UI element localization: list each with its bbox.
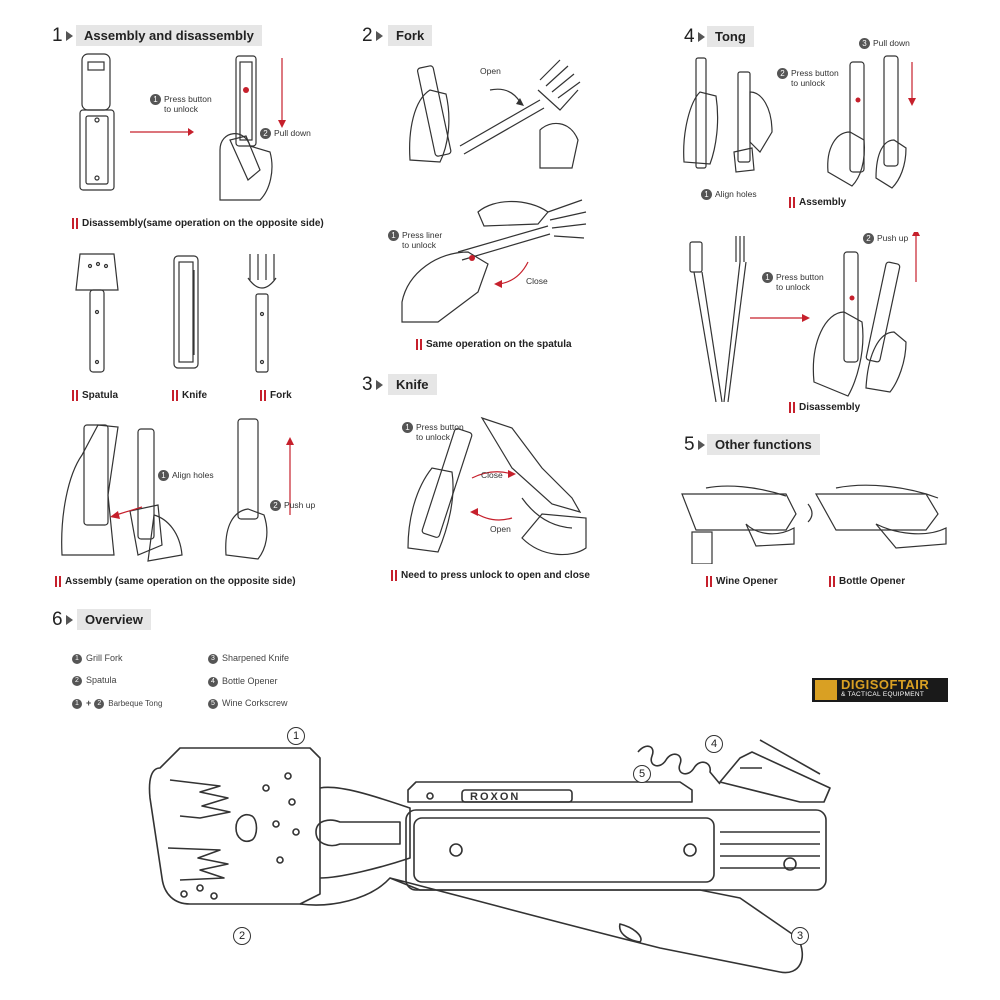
s3-caption: Need to press unlock to open and close <box>391 570 590 581</box>
fork-close-illustration <box>401 199 587 323</box>
logo-line1: DIGISOFTAIR <box>841 677 930 692</box>
tool-parts-illustration <box>75 253 277 373</box>
callout-2-spatula: 2 <box>233 927 251 945</box>
s1-fork-label: Fork <box>260 390 292 401</box>
s4-assembly-caption: Assembly <box>789 197 846 208</box>
assembly-illustration <box>61 418 294 562</box>
disassembly-illustration <box>79 53 286 201</box>
callout-5-wine-corkscrew: 5 <box>633 765 651 783</box>
s2-open-note: Open <box>480 66 501 76</box>
callout-1-grill-fork: 1 <box>287 727 305 745</box>
s1-spatula-label: Spatula <box>72 390 118 401</box>
knife-illustration <box>407 416 587 556</box>
s4-disassembly-caption: Disassembly <box>789 402 860 413</box>
s3-close-note: Close <box>481 470 503 480</box>
logo-line2: & TACTICAL EQUIPMENT <box>841 691 925 698</box>
section-2-title: Fork <box>388 25 433 46</box>
section-3-title: Knife <box>388 374 437 395</box>
s3-open-note: Open <box>490 524 511 534</box>
s5-bottle-opener-label: Bottle Opener <box>829 576 905 587</box>
callout-4-bottle-opener: 4 <box>705 735 723 753</box>
section-1-number: 1 <box>52 25 73 47</box>
soldier-logo-icon <box>815 680 837 700</box>
tool-brand-text: ROXON <box>470 791 520 803</box>
fork-open-illustration <box>409 59 581 169</box>
s1-assembly-caption: Assembly (same operation on the opposite… <box>55 576 296 587</box>
tong-disassembly-illustration <box>689 232 920 402</box>
s2-close-note: Close <box>526 276 548 286</box>
section-4-number: 4 <box>684 26 705 48</box>
s5-wine-opener-label: Wine Opener <box>706 576 778 587</box>
section-5-number: 5 <box>684 434 705 456</box>
multitool-overview-drawing: ROXON <box>148 739 831 974</box>
section-3-number: 3 <box>362 374 383 396</box>
s1-knife-label: Knife <box>172 390 207 401</box>
section-6-number: 6 <box>52 609 73 631</box>
s2-caption: Same operation on the spatula <box>416 339 572 350</box>
tong-assembly-illustration <box>683 55 916 189</box>
section-5-title: Other functions <box>707 434 820 455</box>
section-2-number: 2 <box>362 25 383 47</box>
callout-3-knife: 3 <box>791 927 809 945</box>
section-1-title: Assembly and disassembly <box>76 25 262 46</box>
section-4-title: Tong <box>707 26 754 47</box>
digisoftair-logo: DIGISOFTAIR & TACTICAL EQUIPMENT <box>812 678 948 702</box>
s1-disassembly-caption: Disassembly(same operation on the opposi… <box>72 218 324 229</box>
other-functions-illustration <box>681 484 947 564</box>
section-6-title: Overview <box>77 609 151 630</box>
